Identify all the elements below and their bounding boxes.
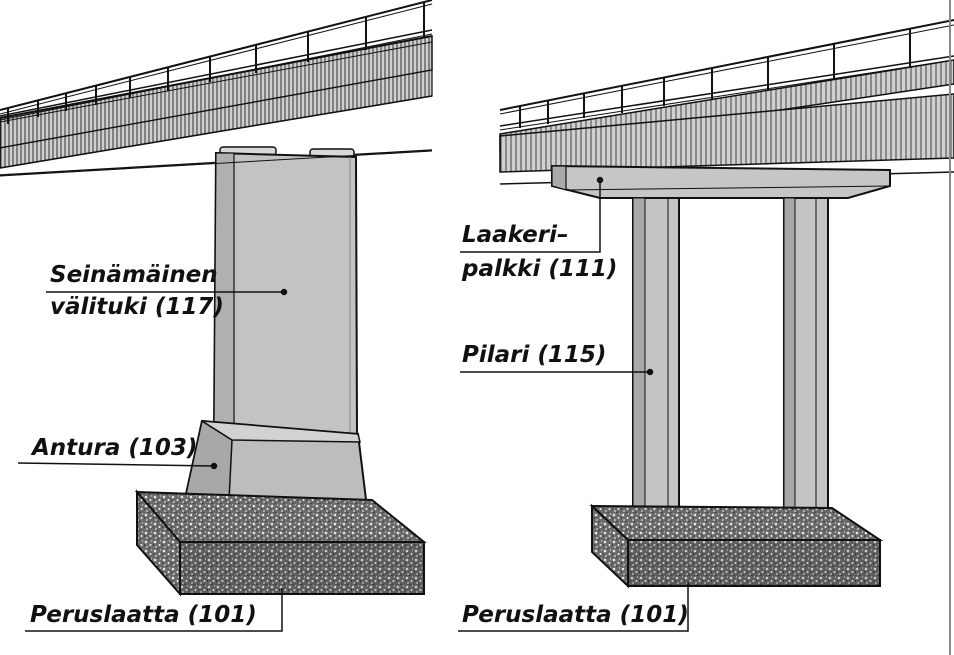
bridge-deck-right	[499, 59, 954, 185]
railing-right	[499, 19, 954, 131]
ground-line-left	[0, 150, 433, 177]
leaders-right	[458, 176, 689, 632]
footing-label: Antura (103)	[30, 435, 197, 461]
right-panel: Laakeri– palkki (111) Pilari (115) Perus…	[458, 0, 954, 655]
base-slab-right	[589, 503, 884, 589]
bridge-deck-left	[0, 35, 433, 177]
bearing-beam	[551, 164, 891, 199]
base-slab-left	[134, 489, 427, 597]
column-right	[783, 197, 829, 521]
base-slab-label-left: Peruslaatta (101)	[30, 602, 257, 628]
leaders-left	[17, 288, 288, 632]
column-left	[632, 197, 680, 521]
bearing-beam-label-line2: palkki (111)	[461, 256, 617, 282]
bearing-beam-label-line1: Laakeri–	[462, 222, 569, 248]
left-panel: Seinämäinen välituki (117) Antura (103) …	[0, 0, 433, 632]
railing-left	[0, 0, 433, 124]
wall-pier-label-line1: Seinämäinen	[50, 262, 218, 288]
base-slab-label-right: Peruslaatta (101)	[462, 602, 689, 628]
column-label: Pilari (115)	[462, 342, 606, 368]
wall-pier-label-line2: välituki (117)	[50, 294, 224, 320]
